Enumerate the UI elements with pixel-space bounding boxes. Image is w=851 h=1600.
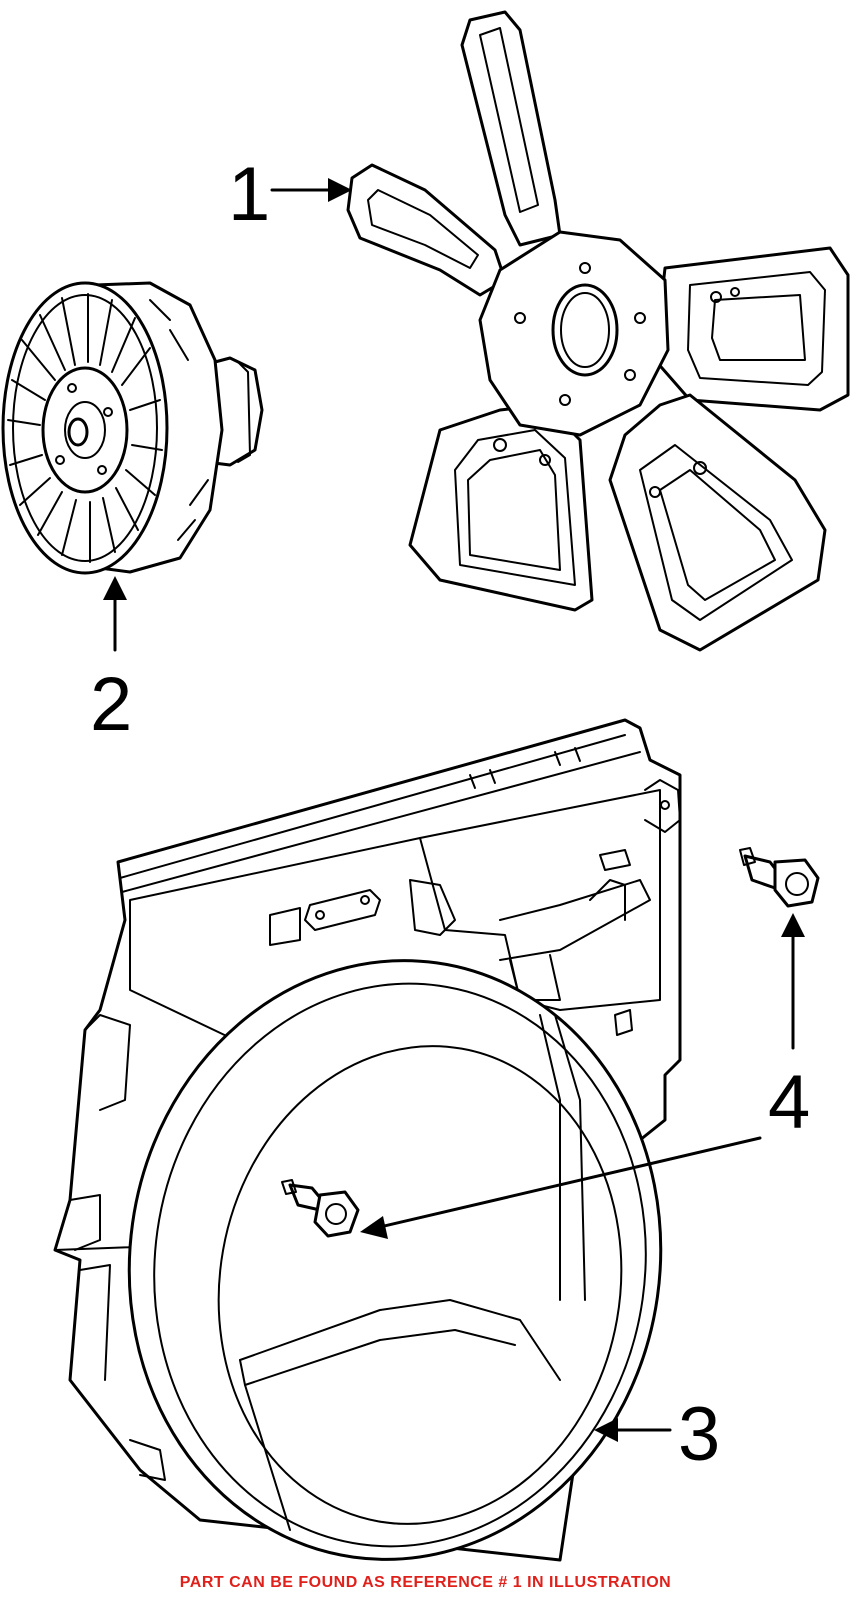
reference-note: PART CAN BE FOUND AS REFERENCE # 1 IN IL… (179, 1574, 672, 1591)
fan-blade-drawing (346, 10, 850, 652)
callout-label-2: 2 (90, 662, 132, 747)
callout-leaders (103, 178, 805, 1442)
shroud-bolt-lower-drawing (281, 1179, 360, 1238)
callout-label-3: 3 (678, 1392, 720, 1477)
fan-shroud-drawing (53, 718, 682, 1562)
shroud-bolt-drawing (739, 847, 820, 908)
callout-label-1: 1 (228, 152, 270, 237)
fan-clutch-drawing (1, 281, 264, 575)
callout-label-4: 4 (768, 1060, 810, 1145)
